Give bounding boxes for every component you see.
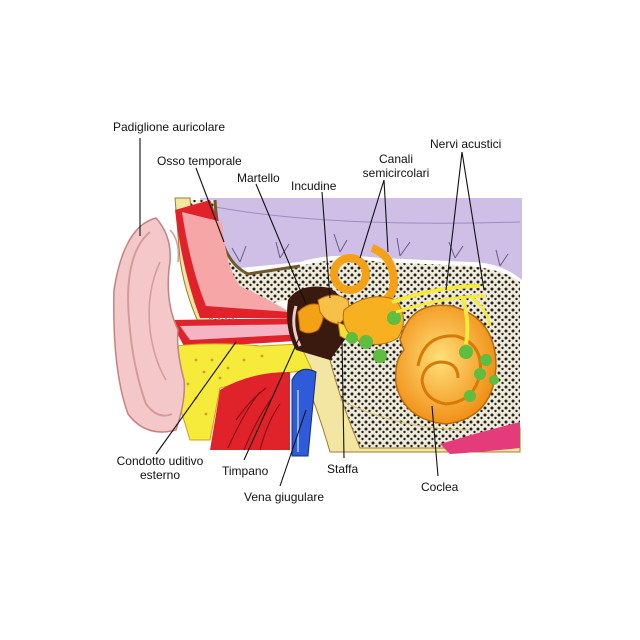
leader-staffa — [341, 337, 345, 459]
leader-osso — [195, 167, 225, 243]
leader-canali — [359, 179, 385, 259]
jugular-vein — [291, 368, 317, 457]
semicircular-canals — [330, 244, 404, 363]
eardrum — [292, 305, 302, 347]
label-osso-temporale: Osso temporale — [157, 154, 242, 168]
label-coclea: Coclea — [421, 480, 459, 494]
label-staffa: Staffa — [327, 462, 359, 476]
leader-martello — [255, 183, 307, 305]
label-canali-line2: semicircolari — [362, 166, 430, 180]
label-padiglione-auricolare: Padiglione auricolare — [113, 120, 226, 134]
acoustic-nerves — [391, 284, 492, 345]
leader-nervi-2 — [461, 151, 485, 291]
label-condotto-line2: esterno — [139, 468, 181, 482]
leader-nervi-1 — [445, 151, 463, 291]
label-vena-giugulare: Vena giugulare — [244, 490, 325, 504]
leader-canali-2 — [383, 179, 389, 253]
lower-membrane — [440, 422, 520, 454]
cochlea — [394, 304, 499, 425]
leader-timpano — [243, 335, 301, 461]
leader-vena — [279, 409, 307, 487]
leader-condotto — [155, 341, 237, 455]
label-timpano: Timpano — [222, 464, 269, 478]
label-nervi-acustici: Nervi acustici — [430, 137, 502, 151]
brain-region — [200, 198, 522, 280]
leader-coclea — [431, 405, 439, 477]
label-canali-semicircolari: Canali semicircolari — [356, 152, 436, 180]
label-incudine: Incudine — [291, 179, 337, 193]
label-canali-line1: Canali — [378, 152, 414, 166]
ear-canal — [149, 200, 313, 451]
label-condotto-line1: Condotto uditivo — [116, 454, 204, 468]
label-condotto-uditivo-esterno: Condotto uditivo esterno — [104, 454, 216, 482]
pinna — [113, 217, 186, 433]
leader-incudine — [321, 191, 331, 299]
label-martello: Martello — [237, 171, 280, 185]
